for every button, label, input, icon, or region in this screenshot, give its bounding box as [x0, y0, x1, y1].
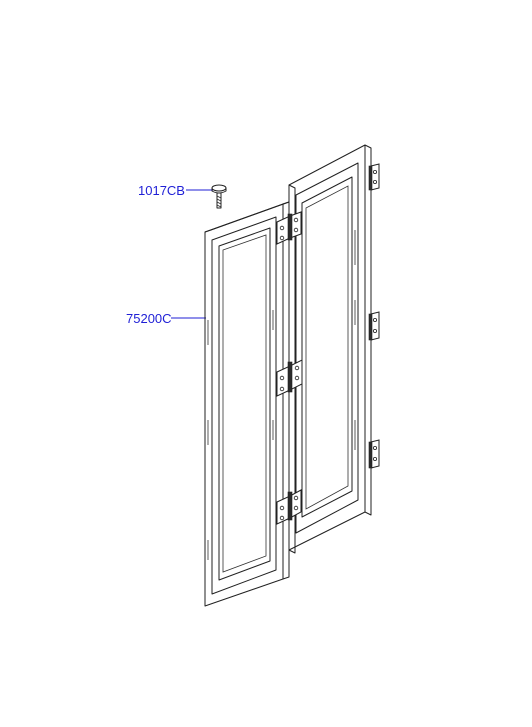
callout-1017cb[interactable]: 1017CB	[138, 183, 213, 198]
part-label-75200c[interactable]: 75200C	[126, 311, 172, 326]
part-label-1017cb[interactable]: 1017CB	[138, 183, 185, 198]
callout-75200c[interactable]: 75200C	[126, 311, 206, 326]
left-door-panel	[204, 201, 290, 607]
hinge-middle	[276, 359, 303, 397]
bracket-bottom	[368, 439, 380, 469]
screw-1017cb	[211, 184, 227, 209]
hinge-bottom	[276, 489, 302, 525]
bracket-middle	[368, 311, 380, 341]
bracket-top	[368, 163, 380, 191]
hinge-top	[276, 211, 302, 245]
